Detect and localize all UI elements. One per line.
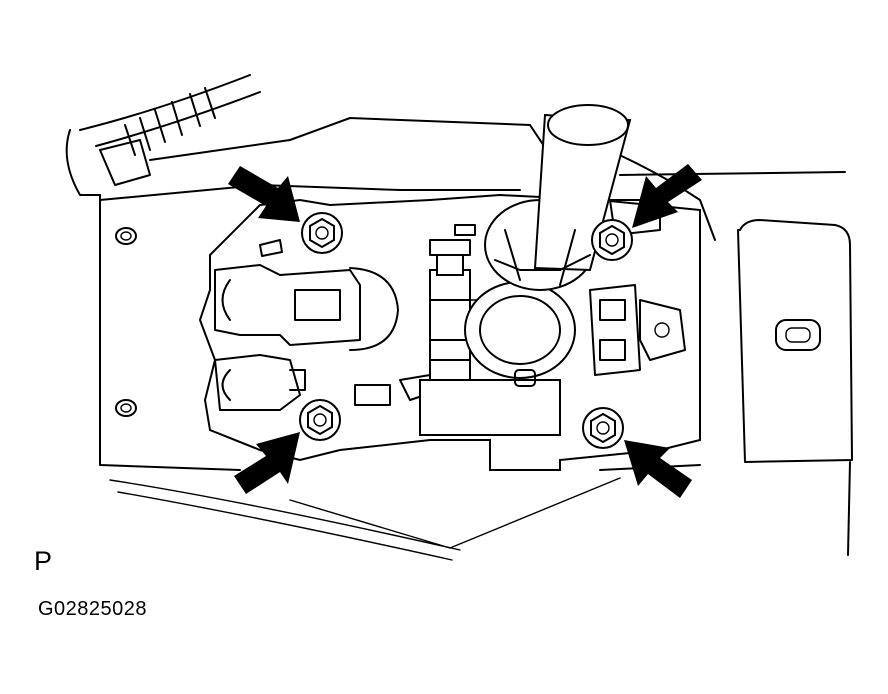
floor-holes [115,227,821,417]
view-label: P [34,546,53,576]
arrow-bottom-left-icon [234,432,300,494]
bolt-bottom-right [582,407,624,449]
shift-lever [464,104,632,387]
bolt-bottom-left [299,399,341,441]
bolt-top-left [301,212,343,254]
gate-assembly-left [214,239,441,411]
wire-harness [65,74,261,196]
bolt-top-right [591,219,633,261]
figure-code: G02825028 [38,598,148,620]
arrow-top-right-icon [632,164,702,228]
arrow-top-left-icon [228,166,300,222]
arrow-bottom-right-icon [624,440,692,498]
